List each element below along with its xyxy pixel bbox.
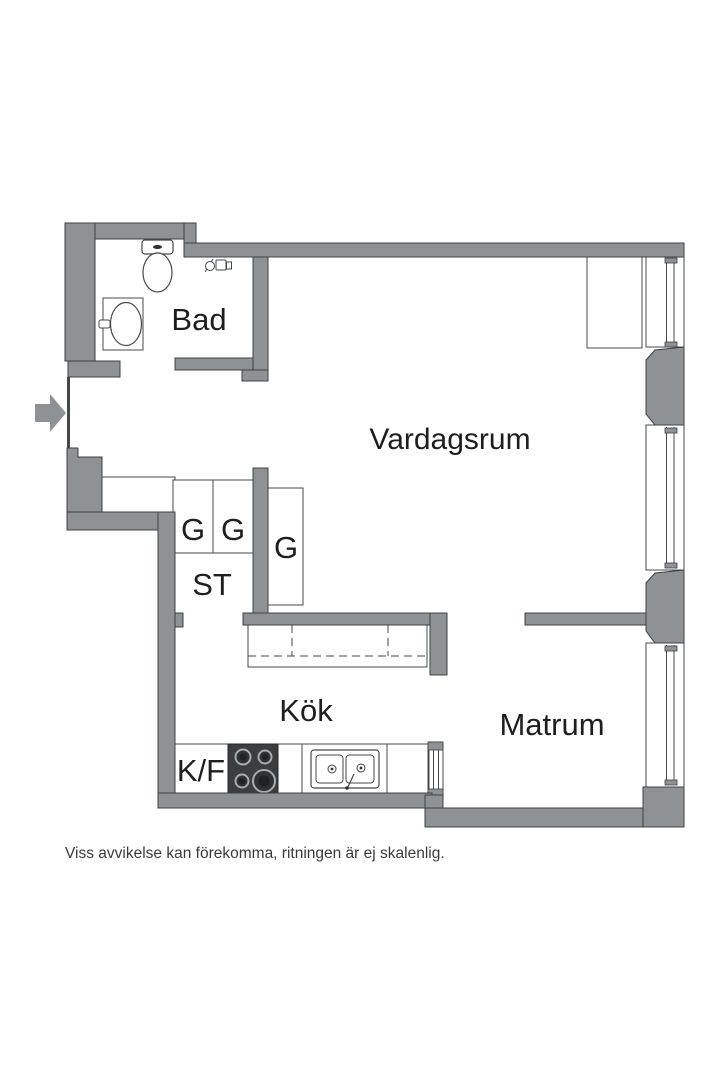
disclaimer-caption: Viss avvikelse kan förekomma, ritningen … [65,845,445,862]
walls [64,222,685,828]
wall-bath-east [252,256,269,371]
wall-top-main [183,242,685,258]
closet-cell-2 [212,479,254,554]
closet-cell-3 [266,487,304,606]
wall-closet [252,467,269,626]
washbasin [98,297,144,351]
wall-corner-se [642,786,685,828]
kitchen-worktop [174,743,429,794]
fridge-freezer-label: K/F [177,753,225,788]
wall-kitchen-east-post [429,612,448,676]
room-label-living: Vardagsrum [369,423,530,456]
wall-kitchen-north [242,612,448,626]
wall-kitchen-south [157,792,433,809]
wall-left-foot [67,360,121,378]
room-label-bathroom: Bad [171,302,226,337]
stove [227,743,279,794]
valve-icon [204,258,232,273]
wall-left-upper [64,222,96,362]
closet-label-2: G [221,512,245,547]
kitchen-sink [310,749,380,790]
wall-bath-east-foot [241,369,269,382]
closet-label-1: G [181,512,205,547]
closet-cell-1 [172,479,214,554]
window-2 [645,424,685,571]
wall-left-lower [157,511,176,809]
room-label-storage: ST [192,567,232,602]
window-1 [645,256,685,348]
wall-living-dining-divider [524,612,648,626]
room-label-kitchen: Kök [279,693,333,728]
wall-bath-south [174,357,254,371]
toilet [141,239,174,293]
wall-entry-block [66,447,103,515]
wardrobe-shelf-top-right [586,255,643,349]
kitchen-counter-peninsula [247,624,428,668]
entry-arrow-icon [35,394,66,432]
wall-pillar-1 [645,346,685,426]
room-label-dining: Matrum [499,707,604,742]
wall-pillar-2 [645,569,685,644]
closet-label-3: G [274,530,298,565]
hall-nook [101,476,176,514]
kitchen-hatch-window [427,741,444,798]
window-3 [645,642,685,788]
wall-nub [174,612,184,628]
front-door [67,377,70,448]
